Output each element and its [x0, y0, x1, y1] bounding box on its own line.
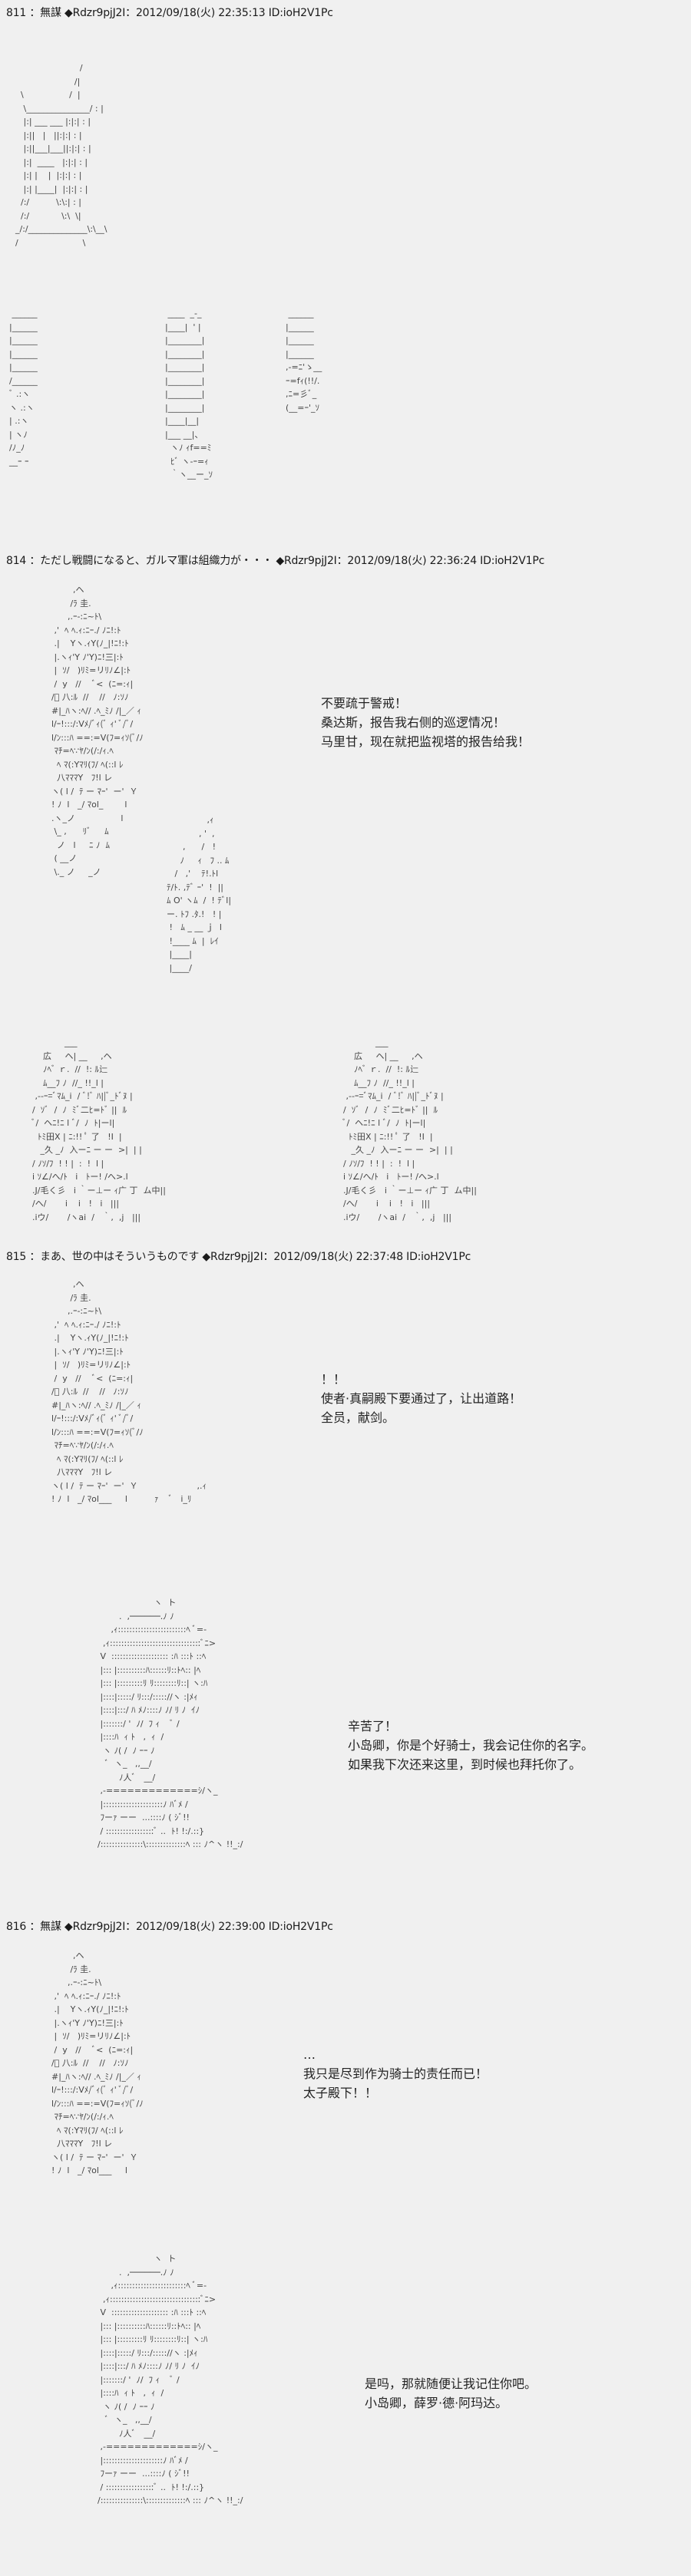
dialog-line: 如果我下次还来这里，到时候也拜托你了。	[348, 1757, 582, 1772]
dialog-line: 马里甘，现在就把监视塔的报告给我！	[321, 734, 531, 749]
dialog-line: 全员，献剑。	[321, 1410, 395, 1425]
prince-smile-art: ヽ ト . ,──────.ﾉ ﾉ ,ｨ::::::::::::::::::::…	[97, 2254, 243, 2505]
dialog-line: 太子殿下！！	[303, 2086, 378, 2100]
stairs-middle-art: ____ _-_ |____| ' | |________| |________…	[165, 308, 213, 480]
post-header-811: 811 ：無謀 ◆Rdzr9pjJ2I：2012/09/18(火) 22:35:…	[6, 7, 333, 19]
knights-right-art: ___ 広 ヘ| __ ,ヘ ﾉﾍﾞ ｒ. // !: ﾙ辷 ﾑ__ﾌ ﾉ //…	[340, 1037, 477, 1222]
knights-left-art: ___ 広 ヘ| __ ,ヘ ﾉﾍﾞ ｒ. // !: ﾙ辷 ﾑ__ﾌ ﾉ //…	[29, 1037, 166, 1222]
dialog-line: 桑达斯，报告我右侧的巡逻情况！	[321, 715, 506, 730]
post-header-814: 814 ：ただし戦闘になると、ガルマ軍は組織力が・・・ ◆Rdzr9pjJ2I：…	[6, 555, 545, 567]
dialog-815: ！！ 使者·真嗣殿下要通过了，让出道路！ 全员，献剑。	[321, 1370, 521, 1427]
dialog-line: 是吗，那就随便让我记住你吧。	[365, 2376, 537, 2391]
dialog-line: 我只是尽到作为骑士的责任而已！	[303, 2066, 488, 2081]
stairs-left-art: ______ |______ |______ |______ |______ /…	[9, 308, 38, 467]
knight-art: ,ヘ /ﾗ 圭. ,.ｰ-:ﾆ~ﾄ\ ,' ﾍ ﾍ.ｨ:ﾆｰ./ ﾉﾆ!:ﾄ .…	[51, 585, 144, 877]
dialog-line: 小岛卿，你是个好骑士，我会记住你的名字。	[348, 1738, 594, 1753]
soldier-art: ,ｨ , ' , , / ! ﾉ ｨ ﾌ .. ﾑ / ,' ﾃ!.ﾄl ﾃ/ﾄ…	[166, 815, 232, 973]
dialog-815-prince: 辛苦了！ 小岛卿，你是个好骑士，我会记住你的名字。 如果我下次还来这里，到时候也…	[348, 1717, 593, 1774]
dialog-line: 辛苦了！	[348, 1719, 398, 1733]
knight-kneel-art: ,ヘ /ﾗ 圭. ,.ｰ-:ﾆ~ﾄ\ ,' ﾍ ﾍ.ｨ:ﾆｰ./ ﾉﾆ!:ﾄ .…	[51, 1951, 144, 2175]
dialog-line: ！！	[321, 1372, 346, 1387]
dialog-line: 不要疏于警戒！	[321, 696, 408, 711]
dialog-line: …	[303, 2047, 316, 2062]
corridor-art: / /| \ / | \_______________/ : | |:| ___…	[15, 63, 107, 248]
post-header-816: 816 ：無謀 ◆Rdzr9pjJ2I：2012/09/18(火) 22:39:…	[6, 1921, 333, 1933]
post-header-815: 815 ：まあ、世の中はそういうものです ◆Rdzr9pjJ2I：2012/09…	[6, 1251, 471, 1263]
dialog-line: 小岛卿，薛罗·德·阿玛达。	[365, 2396, 508, 2410]
stairs-right-art: ______ |______ |______ |______ ,-=ﾆ'ゝ__ …	[285, 308, 322, 413]
dialog-816: … 我只是尽到作为骑士的责任而已！ 太子殿下！！	[303, 2045, 488, 2103]
prince-art: ヽ ト . ,──────.ﾉ ﾉ ,ｨ::::::::::::::::::::…	[97, 1598, 243, 1849]
dialog-814: 不要疏于警戒！ 桑达斯，报告我右侧的巡逻情况！ 马里甘，现在就把监视塔的报告给我…	[321, 694, 530, 751]
dialog-816-prince: 是吗，那就随便让我记住你吧。 小岛卿，薛罗·德·阿玛达。	[365, 2374, 537, 2413]
dialog-line: 使者·真嗣殿下要通过了，让出道路！	[321, 1391, 522, 1406]
knight-salute-art: ,ヘ /ﾗ 圭. ,.ｰ-:ﾆ~ﾄ\ ,' ﾍ ﾍ.ｨ:ﾆｰ./ ﾉﾆ!:ﾄ .…	[51, 1279, 207, 1504]
